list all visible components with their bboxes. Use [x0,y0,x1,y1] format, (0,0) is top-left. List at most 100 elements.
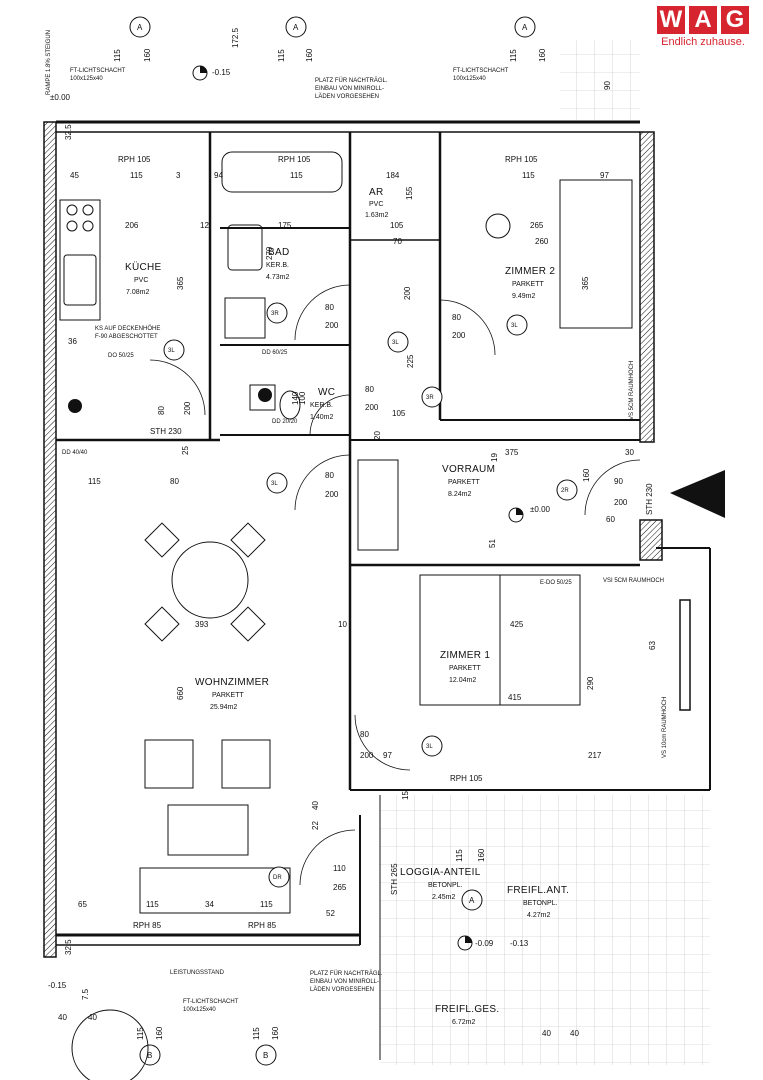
dim-80-z2: 80 [452,313,461,322]
room-floor-zimmer1: PARKETT [449,665,481,672]
dim-45: 45 [70,171,79,180]
section-markers [129,16,536,1066]
section-b-right [255,1044,277,1066]
note-leistung: LEISTUNGSSTAND [170,970,225,976]
section-a-middle-label: A [293,23,299,32]
stove-burner-4 [82,220,94,232]
dim-22: 22 [311,821,320,830]
room-name-wohnzimmer: WOHNZIMMER [195,677,269,688]
dim-260: 260 [535,237,549,246]
dim-32-5-top: 32.5 [64,124,73,140]
dim-200-wc: 200 [365,403,379,412]
rph-zimmer1: RPH 105 [450,774,483,783]
note-vs-raumhoch-2: VSI 5CM RAUMHOCH [603,578,664,584]
dim-97-z1: 97 [383,751,392,760]
walls [43,120,711,1060]
desk-chair-zimmer2 [485,213,511,239]
dim-160-b-right: 160 [271,1026,280,1040]
dim-20: 20 [373,431,382,440]
dim-90-entry: 90 [614,477,623,486]
bathtub [221,151,343,193]
dim-105-ar: 105 [390,221,404,230]
dim-200-ar: 200 [403,286,412,300]
room-floor-loggia: BETONPL. [428,882,463,889]
door-marker-4 [387,331,409,353]
room-area-freifl-ges: 6.72m2 [452,1019,475,1026]
armchair-1 [144,739,194,789]
dim-160-entry: 160 [582,468,591,482]
door-label-8: 3L [426,744,433,750]
dim-160-b: 160 [305,48,314,62]
wc-toilet [279,390,301,420]
door-marker-6 [266,472,288,494]
room-area-freifl-ant: 4.27m2 [527,912,550,919]
dim-660: 660 [176,686,185,700]
door-markers [163,302,578,888]
note-sth230-entry: STH 230 [645,483,654,515]
dim-375: 375 [505,448,519,457]
dim-115-loggia: 115 [455,849,464,862]
bottom-left-circle [71,1009,149,1080]
dim-40-bottom-1: 40 [58,1013,67,1022]
level-loggia-1: -0.09 [475,939,494,948]
dim-115-c: 115 [509,49,518,62]
room-floor-ar: PVC [369,201,383,208]
door-swing-bad [294,284,351,341]
room-floor-wohnzimmer: PARKETT [212,692,244,699]
dim-200-z1: 200 [360,751,374,760]
door-swing-z2 [439,299,496,356]
chair-2 [230,522,266,558]
dim-30: 30 [625,448,634,457]
dim-225: 225 [406,354,415,368]
dim-25: 25 [181,446,190,455]
stove-burner-2 [82,204,94,216]
room-floor-bad: KER.B. [266,262,289,269]
rph-bad: RPH 105 [278,155,311,164]
dim-160-a: 160 [143,48,152,62]
door-swing-entry [584,459,641,516]
room-area-kueche: 7.08m2 [126,289,149,296]
dim-80-wc: 80 [365,385,374,394]
bed-zimmer2 [559,179,633,329]
room-name-vorraum: VORRAUM [442,464,495,475]
coffee-table [167,804,249,856]
logo-letter-w: W [657,6,685,34]
stove-burner-3 [66,220,78,232]
dim-200-entry: 200 [614,498,628,507]
dim-40-bottom-4: 40 [570,1029,579,1038]
note-do2: DD 60/25 [262,350,288,356]
room-floor-vorraum: PARKETT [448,479,480,486]
door-swings [149,284,641,886]
door-swing-wc [309,394,351,436]
dim-40-bottom-3: 40 [542,1029,551,1038]
room-area-vorraum: 8.24m2 [448,491,471,498]
door-swing-kueche [149,359,206,416]
dim-115-b-right: 115 [252,1027,261,1040]
dim-115-kueche: 115 [130,171,143,180]
chair-4 [230,606,266,642]
dim-200-z2: 200 [452,331,466,340]
note-vs-raumhoch-3: VS 10cm RAUMHOCH [662,697,668,758]
section-a-left [129,16,151,38]
washing-machine [224,297,266,339]
furniture [59,151,633,914]
dim-32-5-bottom: 32.5 [64,939,73,955]
door-marker-1 [163,339,185,361]
note-deckenhoehe: KS AUF DECKENHÖHE [95,325,160,332]
section-b-right-label: B [263,1051,268,1060]
dining-table [171,541,249,619]
note-rollladen-bottom-2: EINBAU VON MINIROLL- [310,979,379,985]
note-dd2: DD 20/20 [272,419,298,425]
dim-7-5-bottom: 7.5 [81,988,90,1000]
level-rampe: ±0.00 [50,93,71,102]
dim-184: 184 [386,171,400,180]
dim-15: 15 [401,791,410,800]
door-label-7: 2R [561,488,569,494]
door-marker-3 [506,314,528,336]
dim-40-bottom-2: 40 [88,1013,97,1022]
dim-172-5: 172.5 [231,27,240,48]
dim-51: 51 [488,539,497,548]
dim-115-sofa: 115 [146,900,159,909]
note-dd: DD 40/40 [62,450,88,456]
room-area-wc: 1.40m2 [310,414,333,421]
